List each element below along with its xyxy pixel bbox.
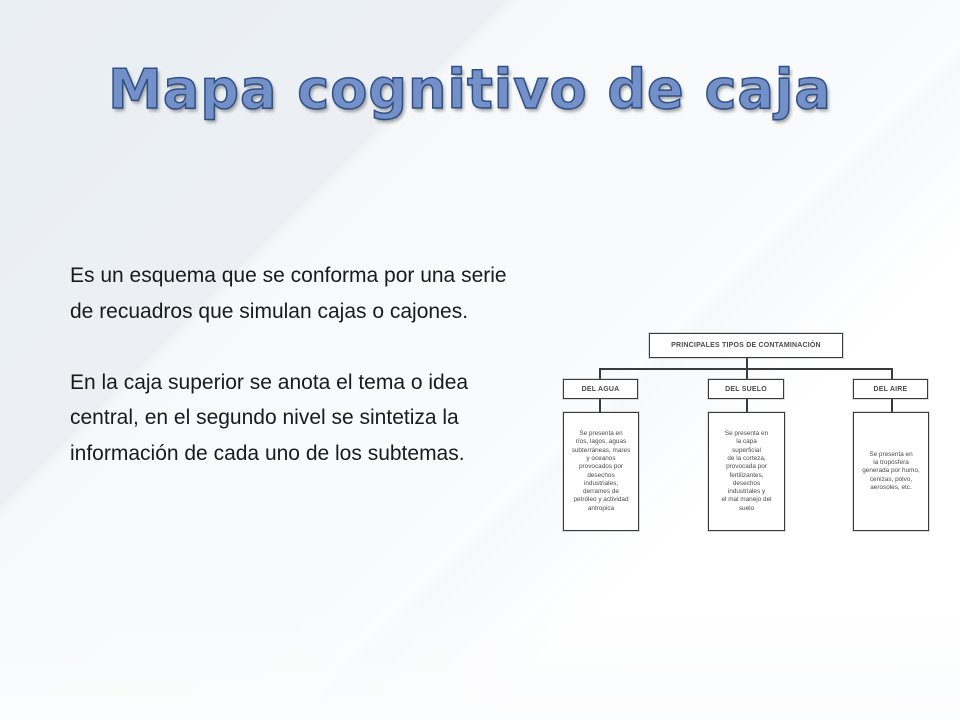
diagram-branch-box-air: DEL AIRE	[853, 379, 928, 399]
slide-background-fade	[0, 600, 960, 720]
detail-line: subterráneas, mares	[571, 446, 631, 454]
diagram-branch-box-water: DEL AGUA	[563, 379, 638, 399]
connector-soil-detail	[746, 398, 748, 413]
detail-line: antropica	[587, 504, 615, 512]
diagram-detail-box-water: Se presenta en ríos, lagos, aguas subter…	[563, 412, 639, 531]
detail-line: Se presenta en	[579, 430, 623, 438]
detail-line: Se presenta en	[869, 450, 913, 458]
detail-line: Se presenta en	[724, 430, 769, 438]
diagram-detail-box-air: Se presenta en la tropósfera generada po…	[853, 412, 929, 531]
detail-line: fertilizantes,	[729, 471, 764, 479]
detail-line: ríos, lagos, aguas	[575, 438, 627, 446]
detail-line: petróleo y actividad	[573, 496, 629, 504]
detail-line: superficial	[732, 446, 761, 454]
detail-line: el mal manejo del	[721, 496, 772, 504]
connector-horizontal	[599, 368, 892, 370]
detail-line: aerosoles, etc.	[870, 483, 912, 491]
detail-line: provocada por	[726, 463, 767, 471]
detail-line: de la corteza,	[727, 454, 766, 462]
detail-line: suelo	[738, 504, 755, 512]
connector-branch-water	[599, 368, 601, 380]
detail-line: industriales y	[727, 488, 766, 496]
diagram-detail-box-soil: Se presenta en la capa superficial de la…	[708, 412, 785, 531]
detail-line: generada por humo,	[862, 467, 920, 475]
connector-water-detail	[599, 398, 601, 413]
box-cognitive-map-diagram: PRINCIPALES TIPOS DE CONTAMINACIÓN DEL A…	[562, 330, 932, 535]
detail-line: desechos	[732, 479, 761, 487]
slide-body: Es un esquema que se conforma por una se…	[70, 258, 510, 471]
detail-line: y oceanos	[586, 454, 616, 462]
connector-root-down	[746, 357, 748, 369]
detail-line: desechos	[587, 471, 615, 479]
connector-air-detail	[891, 398, 893, 413]
diagram-branch-box-soil: DEL SUELO	[708, 379, 784, 399]
body-paragraph: Es un esquema que se conforma por una se…	[70, 264, 507, 323]
detail-line: provocados por	[578, 463, 624, 471]
detail-line: la capa	[736, 438, 757, 446]
connector-branch-soil	[746, 368, 748, 380]
detail-line: cenizas, polvo,	[869, 475, 913, 483]
detail-line: la tropósfera	[873, 459, 909, 467]
connector-branch-air	[891, 368, 893, 380]
body-paragraph: En la caja superior se anota el tema o i…	[70, 370, 469, 465]
detail-line: industriales,	[583, 479, 619, 487]
detail-line: derrames de	[583, 488, 619, 496]
slide-title: Mapa cognitivo de caja	[107, 57, 832, 122]
diagram-root-box: PRINCIPALES TIPOS DE CONTAMINACIÓN	[649, 333, 843, 358]
